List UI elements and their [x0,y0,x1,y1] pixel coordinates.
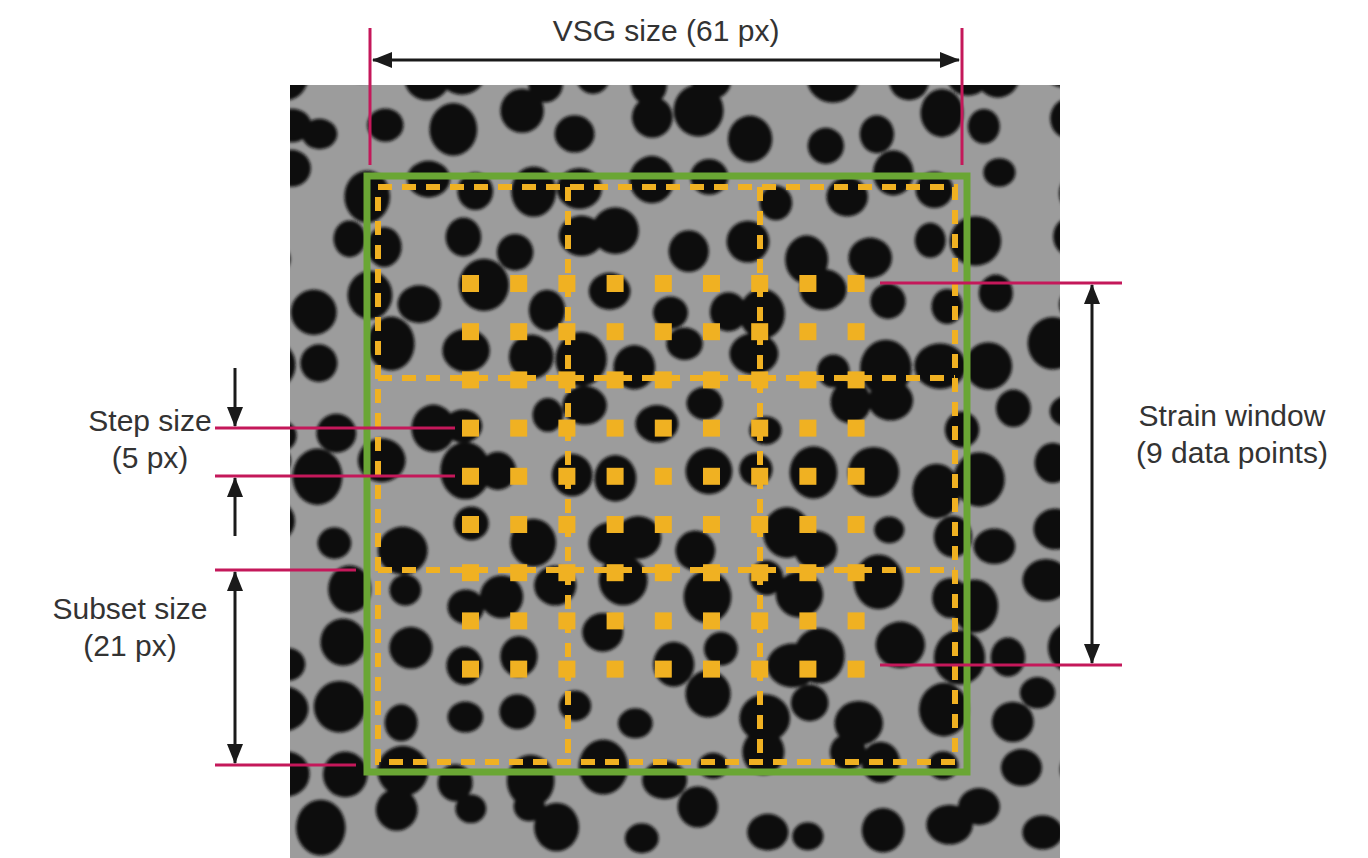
leader-lines [215,28,1122,765]
subset-outlines [378,187,955,762]
vsg-box [367,176,967,772]
dimension-arrows [235,60,1092,763]
strain-window-label: Strain window (9 data points) [1133,397,1331,471]
subset-size-label: Subset size (21 px) [49,590,211,664]
data-points [462,275,865,678]
step-size-label: Step size (5 px) [85,402,215,476]
vsg-size-label: VSG size (61 px) [553,12,780,49]
speckle-image [290,85,1060,858]
